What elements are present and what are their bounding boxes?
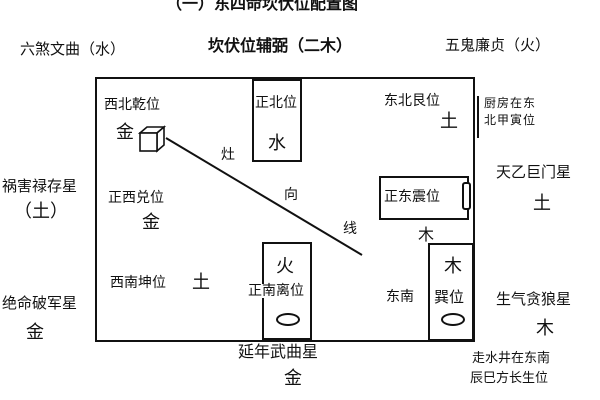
star-tianyi-jumen: 天乙巨门星 bbox=[496, 163, 572, 181]
star-jueming-element: 金 bbox=[26, 322, 44, 343]
star-yannian-element: 金 bbox=[284, 368, 302, 389]
north-position-label: 正北位 bbox=[255, 95, 297, 111]
star-liusha-wenqu: 六煞文曲（水） bbox=[20, 40, 126, 58]
west-element: 金 bbox=[142, 212, 160, 233]
south-element: 火 bbox=[276, 256, 294, 277]
star-tianyi-element: 土 bbox=[533, 193, 551, 214]
southwest-element: 土 bbox=[192, 272, 210, 293]
star-yannian-wuqu: 延年武曲星 bbox=[238, 342, 319, 361]
kitchen-note: 厨房在东北甲寅位 bbox=[484, 96, 537, 128]
east-door-marker bbox=[462, 182, 471, 210]
house-outline bbox=[95, 77, 475, 342]
east-position-label: 正东震位 bbox=[384, 189, 440, 205]
water-well-note: 走水井在东南 bbox=[472, 351, 551, 366]
southeast-element: 木 bbox=[444, 256, 462, 277]
south-oval-marker bbox=[276, 313, 300, 326]
diagram-subtitle: 坎伏位辅弼（二木） bbox=[208, 36, 353, 55]
northeast-element: 土 bbox=[440, 111, 458, 132]
north-element: 水 bbox=[268, 133, 286, 154]
stove-line-label-1: 灶 bbox=[221, 147, 235, 163]
southwest-position-label: 西南坤位 bbox=[110, 275, 166, 291]
stove-line-label-3: 线 bbox=[343, 221, 357, 237]
west-position-label: 正西兑位 bbox=[108, 190, 164, 206]
stove-line-label-2: 向 bbox=[284, 187, 298, 203]
east-room bbox=[379, 176, 469, 220]
water-well-marker bbox=[441, 313, 465, 326]
northwest-position-label: 西北乾位 bbox=[104, 97, 160, 113]
star-huohai-element: （土） bbox=[14, 201, 68, 222]
east-element: 木 bbox=[418, 225, 435, 244]
star-shengqi-element: 木 bbox=[536, 318, 554, 339]
water-well-note-2: 辰巳方长生位 bbox=[470, 371, 549, 386]
star-huohai-lucun: 祸害禄存星 bbox=[2, 177, 78, 195]
star-shengqi-tanlang: 生气贪狼星 bbox=[496, 290, 572, 308]
star-wugui-lianzhen: 五鬼廉贞（火） bbox=[445, 36, 551, 54]
north-room bbox=[252, 79, 302, 162]
northwest-element: 金 bbox=[116, 122, 134, 143]
cube-icon bbox=[138, 125, 167, 153]
southeast-gua: 巽位 bbox=[434, 288, 465, 306]
diagram-title: （一）东四命坎伏位配置图 bbox=[166, 0, 359, 13]
south-position-label: 正南离位 bbox=[248, 283, 304, 299]
northeast-position-label: 东北艮位 bbox=[384, 93, 440, 109]
southeast-position-label: 东南 bbox=[386, 289, 414, 305]
stove-direction-line bbox=[165, 137, 363, 256]
star-jueming-pojun: 绝命破军星 bbox=[2, 294, 78, 312]
